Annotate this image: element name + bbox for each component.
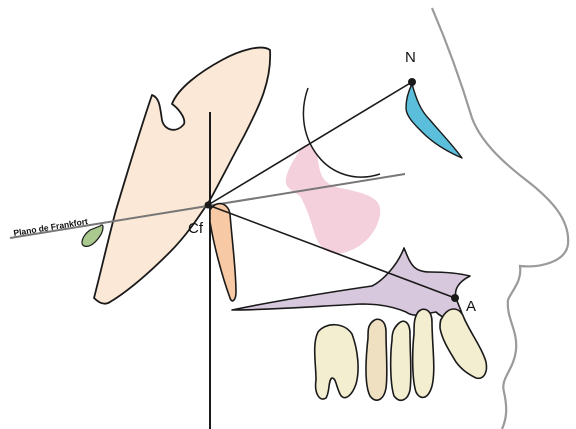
tooth-molar	[315, 325, 358, 399]
label-frankfort-plane: Plano de Frankfort	[13, 216, 89, 238]
tooth-premolar-1	[366, 319, 387, 400]
facial-profile-outline	[432, 8, 568, 429]
cranial-base-shape	[94, 48, 270, 304]
label-cf: Cf	[188, 220, 204, 237]
orbit-shape	[286, 145, 381, 254]
nasal-bone-shape	[406, 84, 462, 158]
label-n: N	[405, 49, 416, 66]
tooth-premolar-2	[391, 321, 411, 400]
point-cf	[205, 202, 212, 209]
maxilla-shape	[232, 248, 470, 326]
point-n	[408, 78, 416, 86]
point-a	[451, 294, 459, 302]
tooth-canine	[413, 309, 434, 397]
tooth-incisor	[440, 309, 487, 378]
ear-shape	[82, 225, 103, 246]
label-a: A	[466, 298, 476, 315]
condyle-shape	[210, 204, 236, 301]
